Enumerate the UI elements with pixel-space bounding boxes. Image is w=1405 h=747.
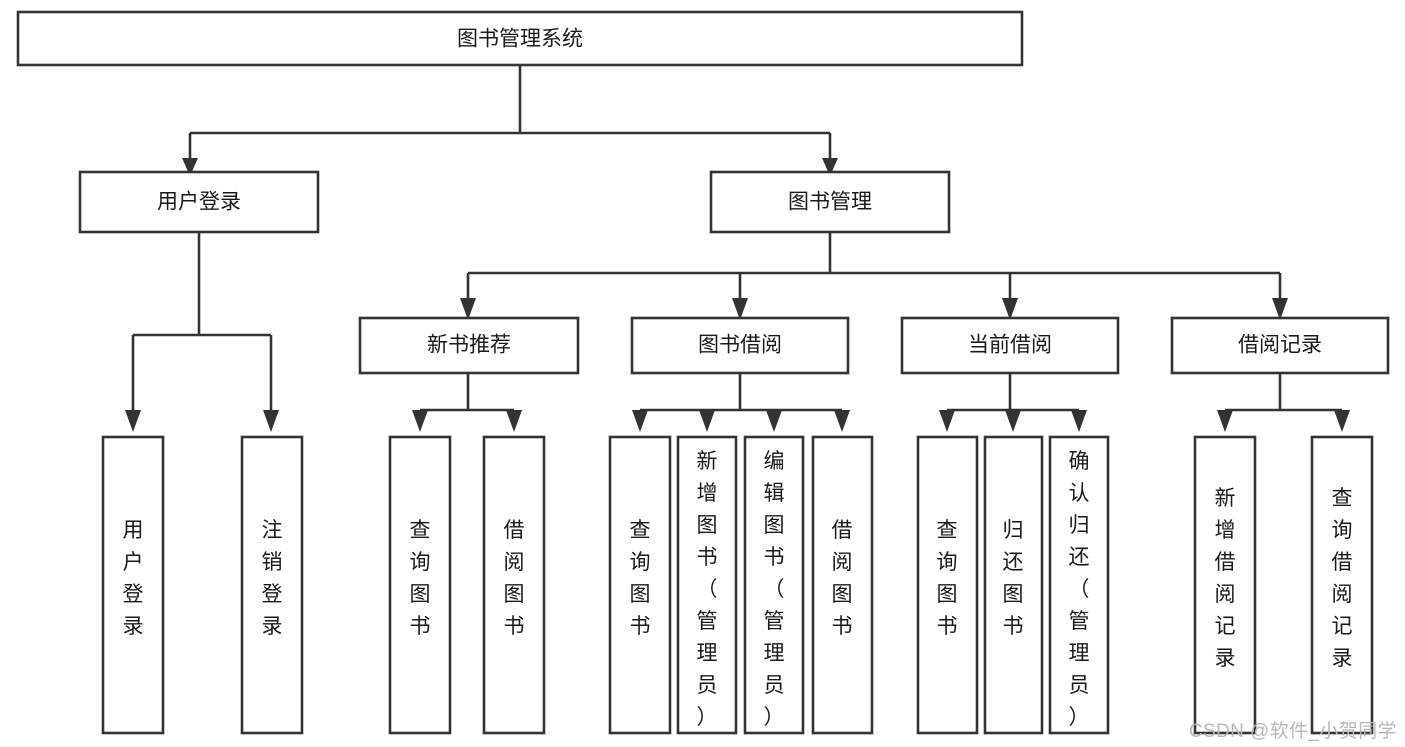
leaf-logout-login-box[interactable] <box>240 435 304 735</box>
leaf-return-book[interactable]: 归还图书 <box>983 435 1044 735</box>
node-user-login[interactable]: 用户登录 <box>78 170 320 234</box>
leaf-logout-login-label: 注销登录 <box>262 519 283 638</box>
leaf-borrow-book-2-box[interactable] <box>811 435 874 735</box>
arrow-bb-to-leaf-1 <box>632 410 648 432</box>
arrow-user-login-to-leaf-2 <box>263 410 279 432</box>
leaf-query-book-1[interactable]: 查询图书 <box>388 435 452 735</box>
leaf-confirm-return-admin-box[interactable] <box>1048 435 1110 735</box>
arrow-nbr-to-leaf-1 <box>412 410 428 432</box>
leaf-query-borrow-record-box[interactable] <box>1310 435 1374 735</box>
leaf-add-book-admin[interactable]: 新增图书（管理员） <box>676 435 738 735</box>
arrow-br-to-leaf-1 <box>1217 410 1233 432</box>
node-new-book-recommend-label: 新书推荐 <box>427 334 511 357</box>
leaf-return-book-label: 归还图书 <box>1003 519 1024 638</box>
node-book-management-label: 图书管理 <box>788 191 872 214</box>
arrow-bm-to-new-book-recommend <box>460 298 476 320</box>
leaf-query-borrow-record-label: 查询借阅记录 <box>1332 487 1353 670</box>
leaf-user-login-box[interactable] <box>101 435 165 735</box>
node-root[interactable]: 图书管理系统 <box>16 10 1024 67</box>
node-borrow-record[interactable]: 借阅记录 <box>1170 316 1390 375</box>
leaf-confirm-return-admin-label: 确认归还（管理员） <box>1069 450 1090 729</box>
leaf-query-book-2-label: 查询图书 <box>630 519 651 638</box>
node-current-borrow-box[interactable] <box>900 316 1120 375</box>
leaf-return-book-box[interactable] <box>983 435 1044 735</box>
leaf-borrow-book-1-label: 借阅图书 <box>504 519 525 638</box>
leaf-borrow-book-1-box[interactable] <box>482 435 546 735</box>
node-book-management[interactable]: 图书管理 <box>709 170 951 234</box>
arrow-nbr-to-leaf-2 <box>506 410 522 432</box>
node-book-management-box[interactable] <box>709 170 951 234</box>
node-current-borrow[interactable]: 当前借阅 <box>900 316 1120 375</box>
leaf-user-login-label: 用户登录 <box>123 519 144 638</box>
leaf-query-book-2-box[interactable] <box>608 435 672 735</box>
arrow-bm-to-current-borrow <box>1002 298 1018 320</box>
arrow-br-to-leaf-2 <box>1334 410 1350 432</box>
leaf-borrow-book-1[interactable]: 借阅图书 <box>482 435 546 735</box>
leaf-edit-book-admin[interactable]: 编辑图书（管理员） <box>743 435 805 735</box>
leaf-confirm-return-admin[interactable]: 确认归还（管理员） <box>1048 435 1110 735</box>
node-book-borrow-label: 图书借阅 <box>698 334 782 357</box>
arrow-root-to-user-login <box>182 158 198 176</box>
node-new-book-recommend-box[interactable] <box>358 316 580 375</box>
leaf-query-book-1-label: 查询图书 <box>410 519 431 638</box>
leaf-query-borrow-record[interactable]: 查询借阅记录 <box>1310 435 1374 735</box>
leaf-add-borrow-record[interactable]: 新增借阅记录 <box>1193 435 1257 735</box>
node-new-book-recommend[interactable]: 新书推荐 <box>358 316 580 375</box>
leaf-add-book-admin-box[interactable] <box>676 435 738 735</box>
arrow-bb-to-leaf-2 <box>699 410 715 432</box>
node-current-borrow-label: 当前借阅 <box>968 334 1052 357</box>
leaf-borrow-book-2-label: 借阅图书 <box>832 519 853 638</box>
leaf-user-login[interactable]: 用户登录 <box>101 435 165 735</box>
leaf-query-book-2[interactable]: 查询图书 <box>608 435 672 735</box>
leaf-add-borrow-record-box[interactable] <box>1193 435 1257 735</box>
node-book-borrow[interactable]: 图书借阅 <box>630 316 850 375</box>
node-borrow-record-label: 借阅记录 <box>1238 334 1322 357</box>
arrow-bb-to-leaf-4 <box>834 410 850 432</box>
arrow-cb-to-leaf-1 <box>939 410 955 432</box>
node-root-label: 图书管理系统 <box>457 28 583 51</box>
leaf-query-book-3-box[interactable] <box>916 435 979 735</box>
leaf-query-book-3-label: 查询图书 <box>937 519 958 638</box>
arrow-bb-to-leaf-3 <box>766 410 782 432</box>
leaf-logout-login[interactable]: 注销登录 <box>240 435 304 735</box>
node-user-login-box[interactable] <box>78 170 320 234</box>
leaf-add-borrow-record-label: 新增借阅记录 <box>1215 487 1236 670</box>
arrow-root-to-book-management <box>822 158 838 176</box>
leaf-edit-book-admin-label: 编辑图书（管理员） <box>764 450 785 729</box>
arrow-user-login-to-leaf-1 <box>125 410 141 432</box>
arrow-bm-to-borrow-record <box>1272 298 1288 320</box>
leaf-query-book-3[interactable]: 查询图书 <box>916 435 979 735</box>
arrow-bm-to-book-borrow <box>732 298 748 320</box>
node-book-borrow-box[interactable] <box>630 316 850 375</box>
arrow-cb-to-leaf-3 <box>1071 410 1087 432</box>
node-borrow-record-box[interactable] <box>1170 316 1390 375</box>
arrow-cb-to-leaf-2 <box>1005 410 1021 432</box>
node-root-box[interactable] <box>16 10 1024 67</box>
leaf-edit-book-admin-box[interactable] <box>743 435 805 735</box>
leaf-query-book-1-box[interactable] <box>388 435 452 735</box>
edges-layer <box>125 65 1350 432</box>
leaf-add-book-admin-label: 新增图书（管理员） <box>697 450 718 729</box>
leaf-borrow-book-2[interactable]: 借阅图书 <box>811 435 874 735</box>
node-user-login-label: 用户登录 <box>157 191 241 214</box>
